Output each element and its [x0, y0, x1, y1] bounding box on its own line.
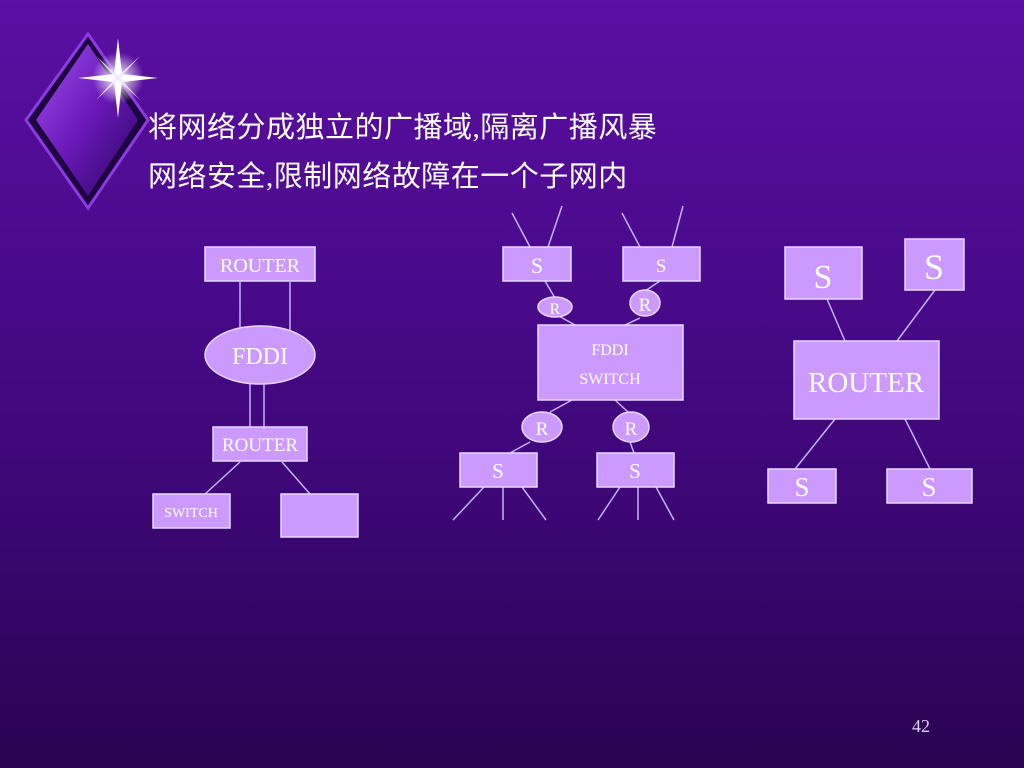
right-switch-bottom-left-label: S [794, 472, 809, 502]
middle-router-top-right: R [629, 289, 661, 317]
right-links [794, 289, 936, 470]
left-switch-label: SWITCH [164, 506, 218, 521]
middle-switch-top-left: S [502, 246, 572, 282]
page-number: 42 [912, 716, 930, 736]
middle-switch-bottom-left: S [459, 452, 538, 488]
right-switch-bottom-right-label: S [921, 472, 936, 502]
middle-router-top-left-label: R [550, 301, 561, 318]
star-burst-icon [78, 38, 158, 118]
right-switch-top-right-label: S [924, 247, 944, 287]
middle-router-bottom-right: R [612, 411, 650, 443]
middle-switch-top-right: S [622, 246, 701, 282]
diagram-right: S S ROUTER S S [767, 238, 973, 504]
right-switch-top-left: S [784, 246, 863, 300]
right-switch-top-right: S [904, 238, 965, 291]
right-switch-bottom-left: S [767, 468, 837, 504]
left-switch: SWITCH [152, 493, 231, 529]
right-switch-bottom-right: S [886, 468, 973, 504]
middle-fddi-switch-line1: FDDI [591, 342, 628, 359]
left-router-top: ROUTER [204, 246, 316, 282]
left-router-bottom: ROUTER [212, 426, 308, 462]
middle-router-bottom-left: R [521, 411, 563, 443]
right-router: ROUTER [793, 340, 940, 420]
title-line-1: 将网络分成独立的广播域,隔离广播风暴 [148, 112, 658, 144]
middle-switch-bottom-right: S [596, 452, 675, 488]
middle-router-bottom-right-label: R [625, 419, 638, 440]
title-line-2: 网络安全,限制网络故障在一个子网内 [148, 161, 628, 193]
right-router-label: ROUTER [808, 367, 925, 399]
diagram-left: ROUTER FDDI ROUTER SWITCH [152, 246, 359, 538]
left-router-bottom-label: ROUTER [222, 435, 298, 456]
middle-switch-bottom-left-label: S [492, 459, 504, 483]
middle-router-bottom-left-label: R [536, 419, 549, 440]
middle-switch-bottom-right-label: S [629, 459, 641, 483]
diamond-star-logo [24, 31, 158, 211]
left-links [204, 282, 311, 495]
middle-fddi-switch: FDDI SWITCH [537, 324, 684, 401]
left-router-top-label: ROUTER [220, 255, 301, 277]
left-host-box [280, 493, 359, 538]
diagram-middle: S S R R FDDI SWITCH R [452, 205, 701, 521]
middle-switch-top-right-label: S [656, 256, 667, 277]
middle-router-top-right-label: R [639, 295, 652, 316]
middle-router-top-left: R [537, 296, 573, 318]
left-fddi-label: FDDI [232, 344, 288, 370]
right-switch-top-left-label: S [814, 259, 833, 296]
middle-switch-top-left-label: S [531, 253, 543, 278]
middle-fddi-switch-line2: SWITCH [579, 371, 641, 388]
left-fddi-ring: FDDI [204, 325, 316, 385]
